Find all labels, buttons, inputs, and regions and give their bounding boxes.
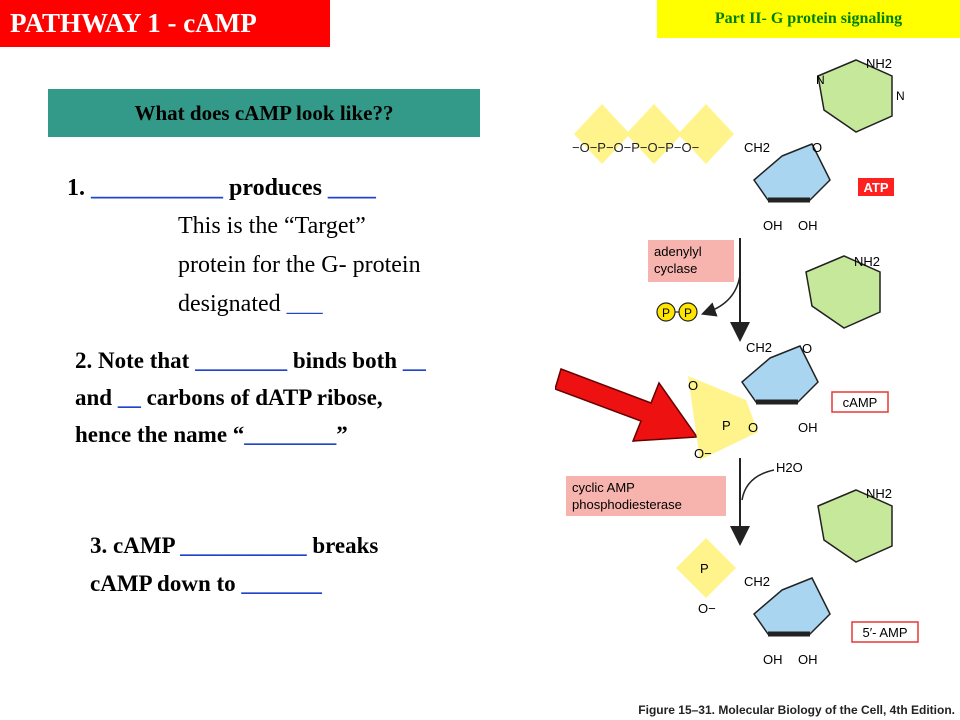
camp-pathway-diagram: −O−P−O−P−O−P−O− CH2 O OH OH NH2 N N ATP … [566,56,955,717]
oh-label-1a: OH [763,218,783,233]
item1-line3: protein for the G- protein [178,252,421,278]
adenine-2 [805,255,881,329]
water-in-arrow [741,469,775,501]
nh2-label-2: NH2 [854,254,880,269]
cyclic-o-minus: O− [694,446,712,461]
cyclic-phosphate [688,376,758,460]
phosphate-2 [626,104,682,164]
item3-line1: 3. cAMP ___________ breaks [90,533,379,558]
oh-label-2: OH [798,420,818,435]
enzyme1-line1: adenylyl [654,244,702,259]
ch2-label-2: CH2 [746,340,772,355]
item2-line3: hence the name “________” [75,422,348,447]
item2-blank-1: ________ [195,348,288,373]
nh2-label-1: NH2 [866,56,892,71]
item1-line1: 1. ___________ produces ____ [67,175,376,201]
adenine-1 [817,59,893,133]
enzyme2-line2: phosphodiesterase [572,497,682,512]
camp-tag-text: cAMP [843,395,878,410]
item2-line1: 2. Note that ________ binds both __ [75,348,426,373]
item1-blank-1: ___________ [91,175,223,201]
oh-label-3b: OH [798,652,818,667]
ppi-p1-text: P [662,306,670,320]
item3-blank-2: _______ [241,571,322,596]
ppi-p2-text: P [684,306,692,320]
n-label-2: N [896,89,905,103]
ppi-release-arrow [700,274,741,317]
pointer-arrow-icon [555,368,699,442]
h2o-label: H2O [776,460,803,475]
figure-caption: Figure 15–31. Molecular Biology of the C… [638,703,955,717]
slide-title: PATHWAY 1 - cAMP [0,0,330,47]
enzyme1-line2: cyclase [654,261,697,276]
atp-tag-text: ATP [863,180,888,195]
item2-blank-2: __ [402,348,426,373]
phosphate-amp [676,538,736,598]
amp-tag-text: 5′- AMP [862,625,907,640]
cyclic-o-2: O [748,420,758,435]
item1-blank-3: ___ [286,291,323,317]
phosphate-3 [678,104,734,164]
enzyme2-line1: cyclic AMP [572,480,635,495]
camp-tag [831,391,889,413]
question-box: What does cAMP look like?? [48,89,480,137]
item3-line2: cAMP down to _______ [90,571,322,596]
phosphodiesterase-label [566,476,726,516]
nh2-label-3: NH2 [866,486,892,501]
atp-molecule: −O−P−O−P−O−P−O− CH2 O OH OH NH2 N N ATP [572,56,905,233]
item2-line2: and __ carbons of dATP ribose, [75,385,383,410]
item2-blank-4: ________ [244,422,337,447]
item1-blank-2: ____ [327,175,376,201]
amp-tag [851,621,919,643]
item1-line2: This is the “Target” [178,213,366,239]
item3-blank-1: ___________ [180,533,307,558]
item2-blank-3: __ [117,385,141,410]
phosphate-chain-text: −O−P−O−P−O−P−O− [572,140,699,155]
ch2-label-3: CH2 [744,574,770,589]
ring-o-2: O [802,341,812,356]
oh-label-1b: OH [798,218,818,233]
item1-line4: designated ___ [178,291,323,317]
n-label-1: N [816,73,825,87]
oh-label-3a: OH [763,652,783,667]
ring-o-1: O [812,140,822,155]
atp-tag [858,178,894,196]
amp-molecule: NH2 −O−P−O−P−O−P−O− P O− CH2 OH OH 5′- A… [676,486,919,667]
cyclic-p: P [722,418,731,433]
adenine-3 [817,489,893,563]
phosphate-1 [574,104,630,164]
adenylyl-cyclase-label [648,240,734,282]
part-label: Part II- G protein signaling [657,0,960,38]
amp-o-minus: O− [698,601,716,616]
cyclic-o-1: O [688,378,698,393]
camp-molecule: NH2 CH2 O OH O P O O− cAMP [688,254,889,461]
ch2-label-1: CH2 [744,140,770,155]
amp-p: P [700,561,709,576]
